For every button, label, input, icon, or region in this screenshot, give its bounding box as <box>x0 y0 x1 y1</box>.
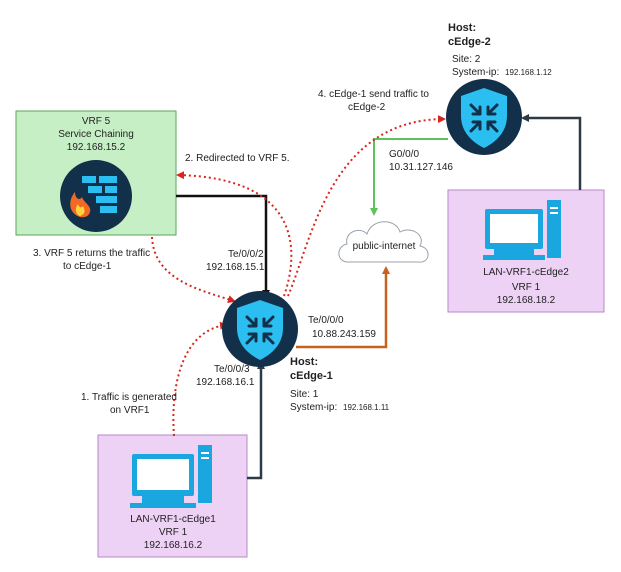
cedge1-host-name: cEdge-1 <box>290 370 333 382</box>
link-cedge1-to-internet <box>296 266 390 349</box>
link-vrf5-to-cedge1 <box>176 194 270 298</box>
traffic-path-step-1 <box>172 321 228 437</box>
pc1-name: LAN-VRF1-cEdge1 <box>130 514 216 525</box>
cedge2-if-g000-ip: 10.31.127.146 <box>389 162 453 173</box>
vrf5-title: VRF 5 <box>82 116 111 127</box>
step-3-line-2: to cEdge-1 <box>63 261 112 272</box>
traffic-path-step-2 <box>176 171 293 297</box>
cedge1-if-te000-ip: 10.88.243.159 <box>312 329 376 340</box>
cedge2-if-g000: G0/0/0 <box>389 149 419 160</box>
step-4-line-2: cEdge-2 <box>348 102 386 113</box>
pc2-ip: 192.168.18.2 <box>497 295 556 306</box>
cedge1-site: Site: 1 <box>290 389 319 400</box>
cloud-icon: public-internet <box>338 221 429 263</box>
cedge2-site: Site: 2 <box>452 54 481 65</box>
cedge1-system-ip: System-ip: 192.168.1.11 <box>290 402 390 413</box>
pc-cedge1-box: LAN-VRF1-cEdge1 VRF 1 192.168.16.2 <box>97 434 248 558</box>
desktop-computer-icon <box>130 445 212 508</box>
router-shield-icon <box>446 79 522 155</box>
link-pc2-to-cedge2 <box>521 114 582 190</box>
pc2-vrf: VRF 1 <box>512 282 541 293</box>
cedge2-system-ip: System-ip: 192.168.1.12 <box>452 67 552 78</box>
cloud-label: public-internet <box>353 241 416 252</box>
step-4-line-1: 4. cEdge-1 send traffic to <box>318 89 429 100</box>
pc2-name: LAN-VRF1-cEdge2 <box>483 267 569 278</box>
step-3-line-1: 3. VRF 5 returns the traffic <box>33 248 150 259</box>
cedge1-host-label: Host: <box>290 356 318 368</box>
vrf5-subtitle: Service Chaining <box>58 129 134 140</box>
traffic-path-step-4 <box>287 115 446 297</box>
vrf5-ip: 192.168.15.2 <box>67 142 126 153</box>
link-pc1-to-cedge1 <box>247 361 265 480</box>
cedge1-if-te002-ip: 192.168.15.1 <box>206 262 265 273</box>
step-1-line-1: 1. Traffic is generated <box>81 392 177 403</box>
vrf5-service-chaining-box: VRF 5 Service Chaining 192.168.15.2 <box>15 110 177 236</box>
cedge2-host-label: Host: <box>448 22 476 34</box>
cedge1-if-te002: Te/0/0/2 <box>228 249 264 260</box>
cedge1-if-te003-ip: 192.168.16.1 <box>196 377 255 388</box>
firewall-icon <box>60 160 132 232</box>
cedge1-if-te003: Te/0/0/3 <box>214 364 250 375</box>
pc1-vrf: VRF 1 <box>159 527 188 538</box>
cedge2-host-name: cEdge-2 <box>448 36 491 48</box>
cedge1-if-te000: Te/0/0/0 <box>308 315 344 326</box>
step-2-label: 2. Redirected to VRF 5. <box>185 153 290 164</box>
desktop-computer-icon <box>483 200 561 260</box>
pc1-ip: 192.168.16.2 <box>144 540 203 551</box>
pc-cedge2-box: LAN-VRF1-cEdge2 VRF 1 192.168.18.2 <box>447 189 605 313</box>
router-shield-icon <box>222 291 298 367</box>
traffic-path-step-3 <box>151 236 236 303</box>
step-1-line-2: on VRF1 <box>110 405 150 416</box>
